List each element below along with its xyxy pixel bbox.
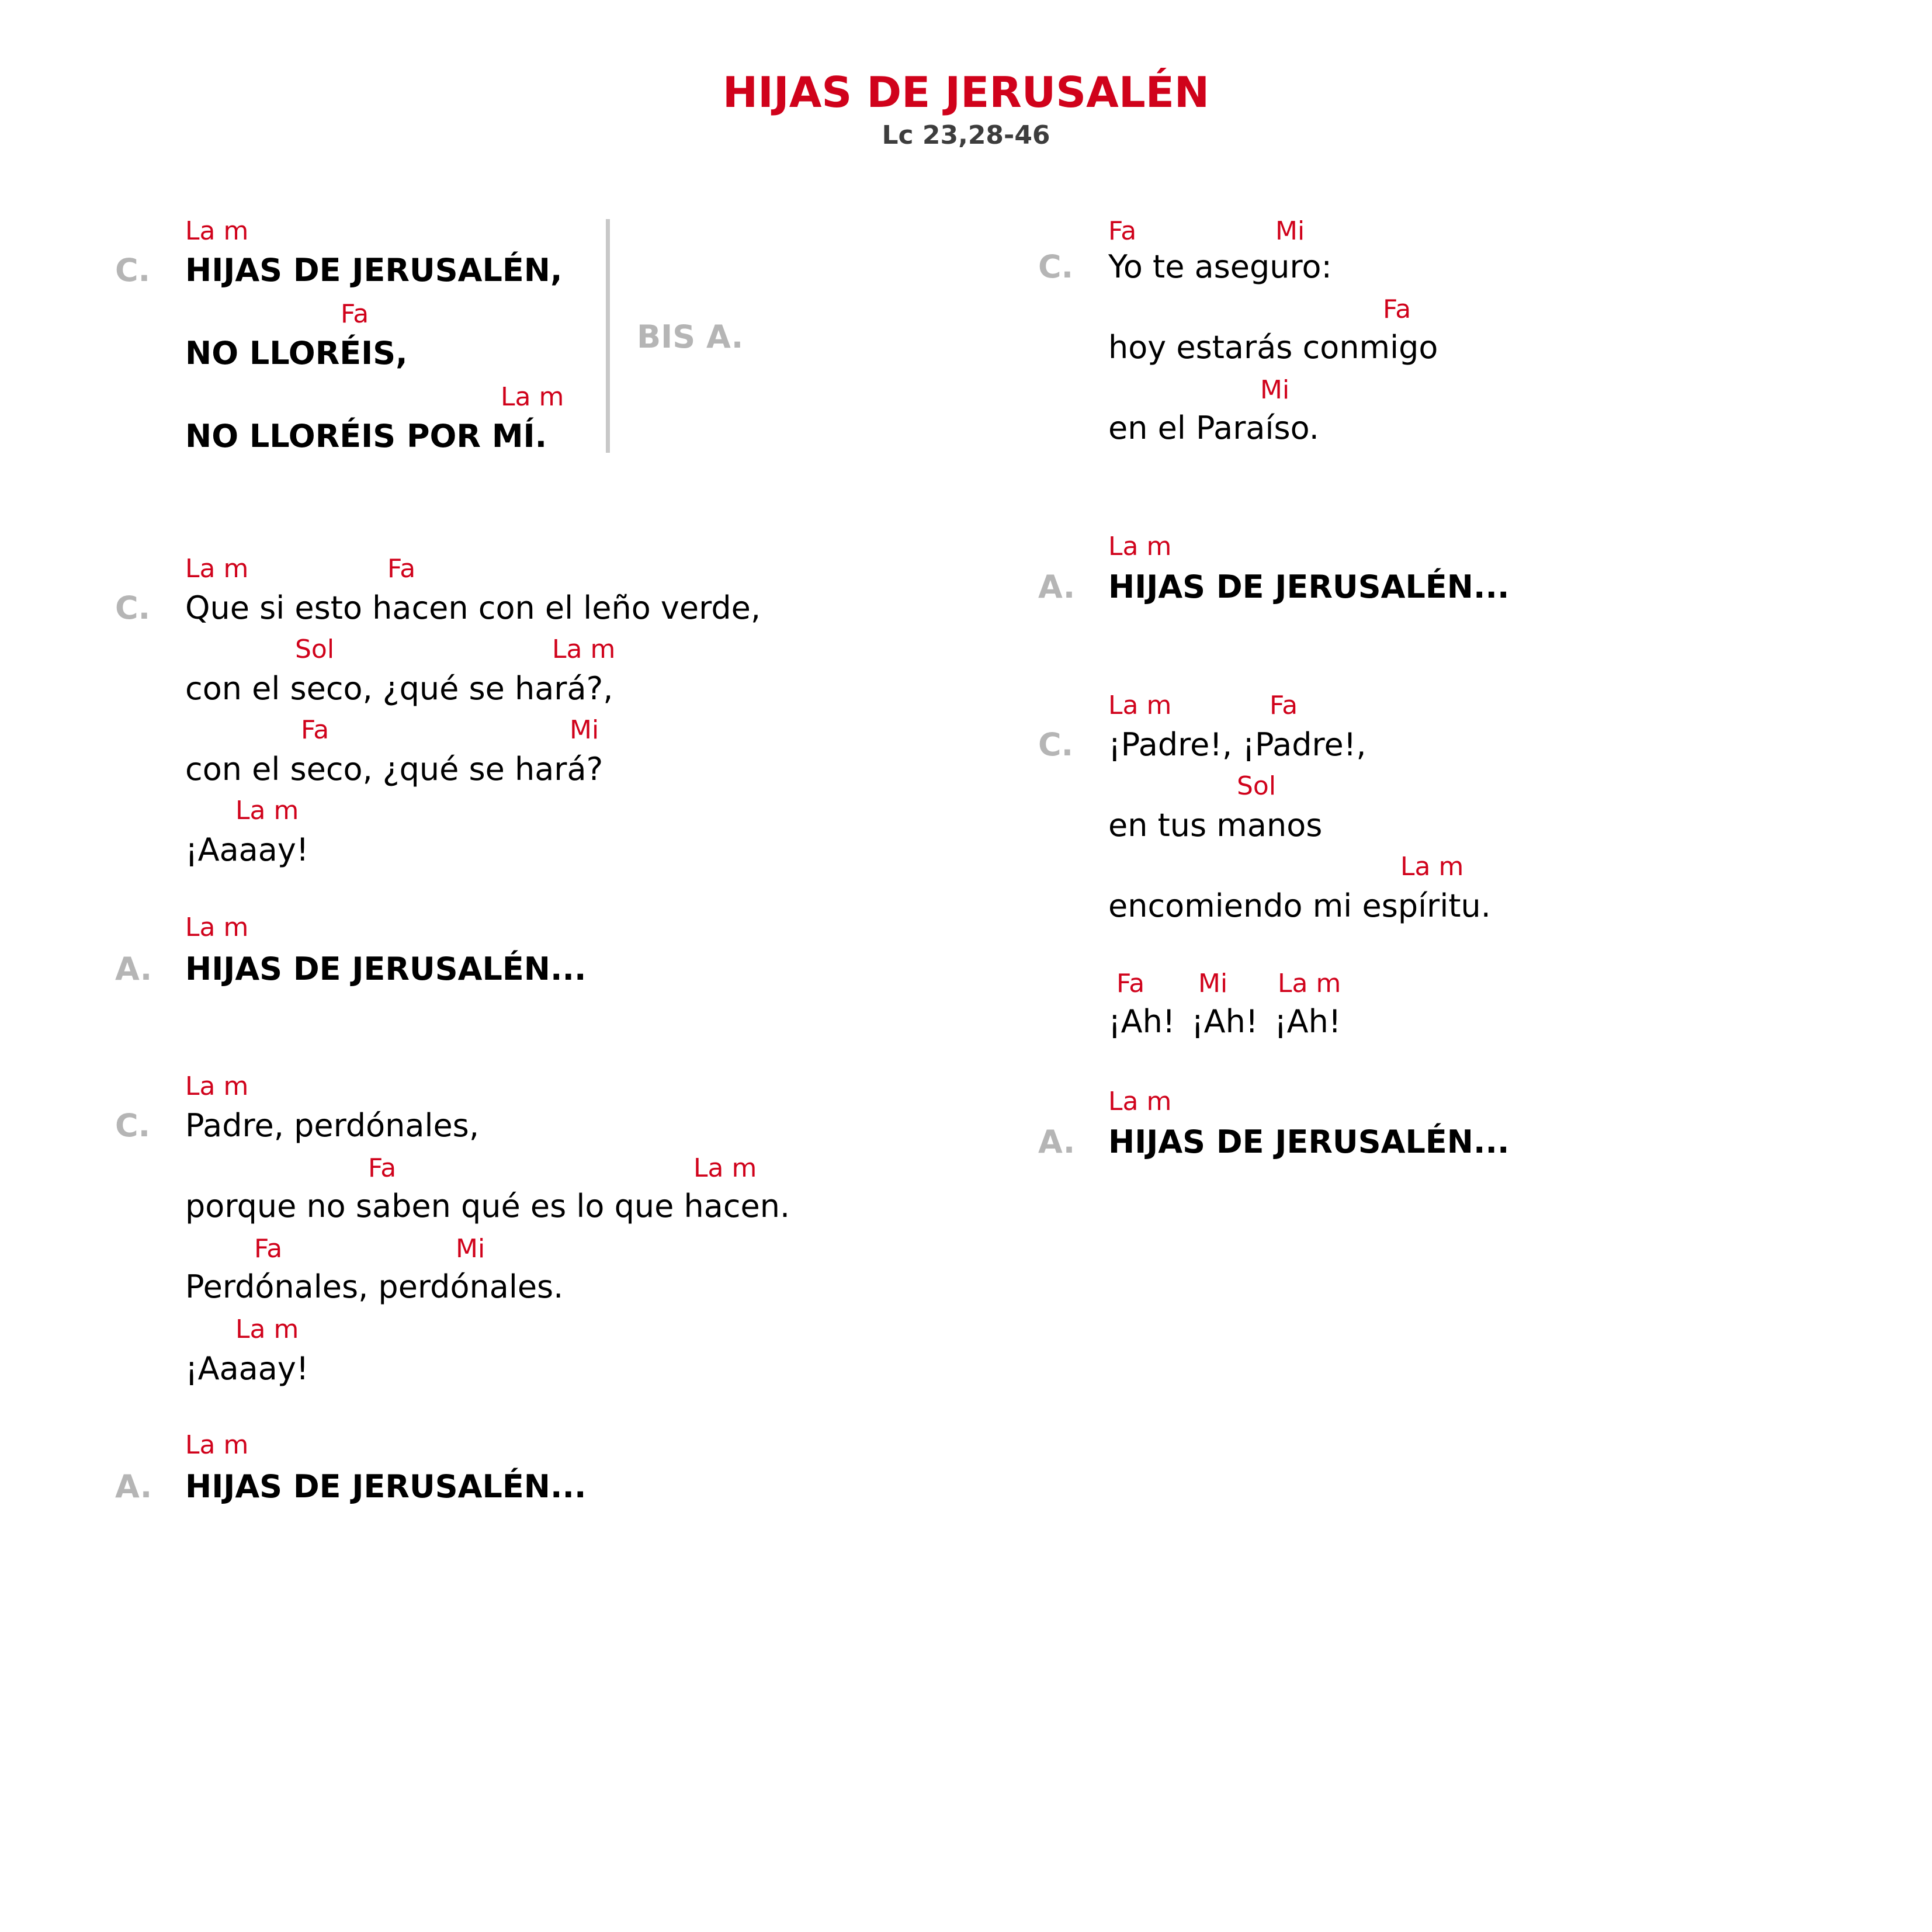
- chord-label: La m: [552, 634, 616, 664]
- stanza-marker: A.: [115, 1468, 152, 1505]
- chord-label: Mi: [1198, 969, 1228, 998]
- scripture-reference: Lc 23,28-46: [882, 120, 1050, 150]
- lyric-line: NO LLORÉIS,: [185, 335, 408, 372]
- chord-label: La m: [185, 1071, 249, 1101]
- lyric-line: Que si esto hacen con el leño verde,: [185, 589, 761, 626]
- chord-label: La m: [501, 382, 564, 412]
- lyric-line: ¡Aaaay!: [185, 1350, 309, 1387]
- chord-label: La m: [1108, 691, 1172, 720]
- chord-label: Fa: [368, 1153, 397, 1183]
- stanza-marker: C.: [115, 252, 151, 289]
- stanza-marker: A.: [1038, 568, 1076, 605]
- lyric-line: Yo te aseguro:: [1108, 248, 1332, 285]
- lyric-line: HIJAS DE JERUSALÉN,: [185, 252, 563, 289]
- chord-label: Mi: [570, 715, 599, 745]
- chord-label: La m: [185, 1430, 249, 1460]
- lyric-line: ¡Padre!, ¡Padre!,: [1108, 726, 1366, 763]
- chord-label: Fa: [387, 554, 416, 584]
- lyric-line: porque no saben qué es lo que hacen.: [185, 1188, 790, 1225]
- song-title: HIJAS DE JERUSALÉN: [722, 68, 1210, 117]
- chord-label: Mi: [1275, 216, 1305, 246]
- lyric-line: con el seco, ¿qué se hará?,: [185, 670, 613, 707]
- stanza-marker: C.: [115, 589, 151, 626]
- chord-label: La m: [185, 216, 249, 246]
- chord-label: Fa: [1269, 691, 1298, 720]
- lyric-line: HIJAS DE JERUSALÉN...: [185, 1468, 587, 1505]
- stanza-marker: C.: [1038, 248, 1074, 285]
- chord-label: La m: [693, 1153, 757, 1183]
- bis-label: BIS A.: [637, 318, 744, 355]
- chord-label: La m: [235, 796, 299, 825]
- chord-label: Fa: [1116, 969, 1145, 998]
- lyric-line: en tus manos: [1108, 807, 1323, 844]
- chord-label: Sol: [1237, 771, 1277, 801]
- chord-label: La m: [185, 913, 249, 942]
- stanza-marker: C.: [115, 1107, 151, 1144]
- chord-label: Fa: [1383, 294, 1411, 324]
- chord-label: La m: [1108, 532, 1172, 561]
- chord-label: Sol: [295, 634, 335, 664]
- lyric-line: ¡Ah!: [1108, 1003, 1175, 1040]
- lyric-line: HIJAS DE JERUSALÉN...: [185, 951, 587, 987]
- chord-label: La m: [1278, 969, 1341, 998]
- stanza-marker: A.: [1038, 1123, 1076, 1160]
- chord-label: Mi: [1260, 375, 1290, 405]
- lyric-line: encomiendo mi espíritu.: [1108, 887, 1491, 924]
- lyric-line: NO LLORÉIS POR MÍ.: [185, 418, 547, 455]
- lyric-line: en el Paraíso.: [1108, 410, 1319, 446]
- chord-label: Mi: [456, 1234, 485, 1264]
- stanza-marker: C.: [1038, 726, 1074, 763]
- lyric-line: ¡Aaaay!: [185, 831, 309, 868]
- chord-label: La m: [1108, 1087, 1172, 1116]
- lyric-line: HIJAS DE JERUSALÉN...: [1108, 568, 1510, 605]
- lyric-line: hoy estarás conmigo: [1108, 329, 1438, 366]
- lyric-line: HIJAS DE JERUSALÉN...: [1108, 1123, 1510, 1160]
- stanza-marker: A.: [115, 951, 152, 987]
- lyric-line: Perdónales, perdónales.: [185, 1268, 564, 1305]
- lyric-line: Padre, perdónales,: [185, 1107, 479, 1144]
- lyric-line: ¡Ah!: [1274, 1003, 1341, 1040]
- chord-label: La m: [185, 554, 249, 584]
- chord-label: La m: [1400, 852, 1464, 882]
- chord-label: La m: [235, 1314, 299, 1344]
- bis-divider: [606, 219, 610, 453]
- chord-label: Fa: [1108, 216, 1137, 246]
- lyric-line: con el seco, ¿qué se hará?: [185, 751, 603, 788]
- chord-label: Fa: [254, 1234, 283, 1264]
- lyric-line: ¡Ah!: [1191, 1003, 1258, 1040]
- chord-label: Fa: [301, 715, 329, 745]
- chord-label: Fa: [341, 299, 369, 329]
